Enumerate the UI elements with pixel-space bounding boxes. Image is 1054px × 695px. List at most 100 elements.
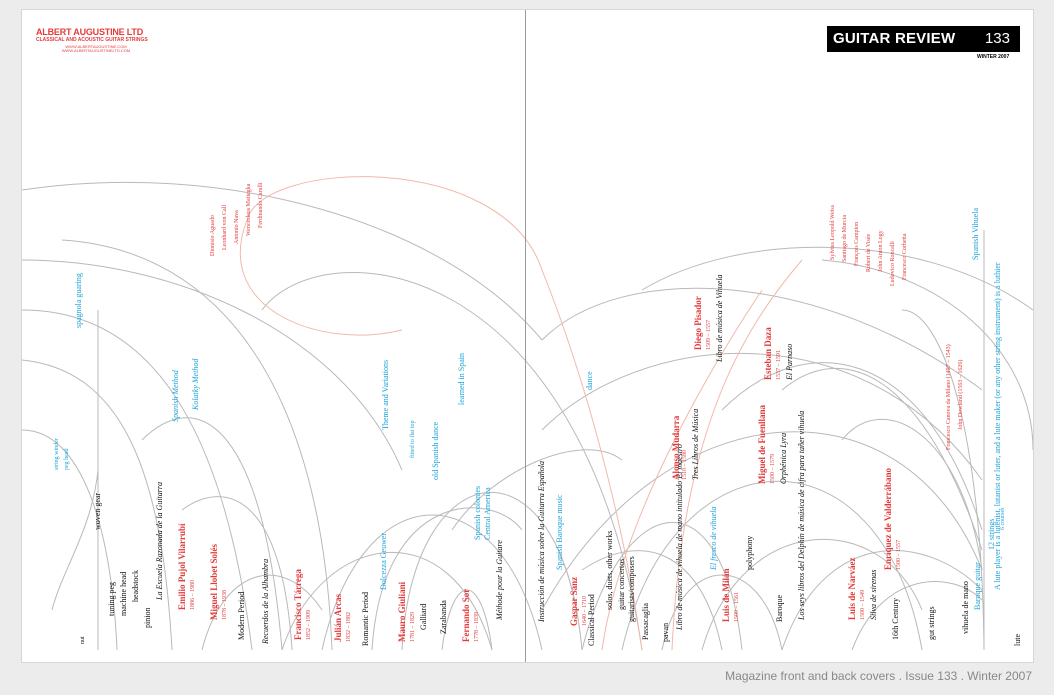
term-label: woven gear — [93, 492, 102, 530]
composer-dates: 1500 – 1561 — [734, 592, 740, 622]
composer-label: Antonio Nava — [234, 210, 240, 244]
term-label: solos, duets, other works — [605, 530, 614, 610]
term-label: guitarists/composers — [627, 556, 636, 622]
magazine-spread: ALBERT AUGUSTINE LTD CLASSICAL AND ACOUS… — [22, 10, 1033, 662]
issue-number: 133 — [984, 30, 1010, 47]
composer-label: John Dowland (1563 – 1626) — [958, 359, 964, 430]
topic-label: Spanish Method — [171, 370, 180, 422]
period-label: Romantic Period — [361, 592, 370, 646]
work-title: Silva de sirenas — [869, 569, 878, 620]
topic-label: Spanish colonies — [473, 486, 482, 540]
work-title: Orphénica Lyra — [779, 432, 788, 484]
work-title: Libro de música de Vihuela — [715, 274, 724, 362]
composer-dates: 1537 – 1591 — [776, 350, 782, 380]
term-label: nut — [80, 636, 86, 644]
topic-label: peg head — [64, 448, 70, 471]
term-label: lute — [1013, 634, 1022, 646]
composer-name: Fernando Sor — [461, 588, 471, 642]
work-title: El Parnaso — [785, 343, 794, 380]
composer-dates: 1509 – 1557 — [706, 320, 712, 350]
spread-spine — [525, 10, 526, 662]
composer-dates: 1832 – 1882 — [346, 612, 352, 642]
topic-label: Baroque guitar — [973, 562, 982, 610]
masthead-title: GUITAR REVIEW — [833, 30, 956, 47]
term-label: pinion — [143, 607, 152, 628]
composer-dates: 1781 – 1829 — [410, 612, 416, 642]
composer-name: Luis de Milán — [721, 568, 731, 622]
composer-name: Alonso Mudarra — [671, 415, 681, 480]
topic-label: Kolatky Method — [191, 358, 200, 410]
topic-label: dance — [585, 371, 594, 390]
connection-arcs-graphic — [22, 176, 1033, 651]
composer-label: François Campion — [854, 221, 860, 266]
image-caption: Magazine front and back covers . Issue 1… — [725, 669, 1032, 683]
work-title: Los seys libros del Delphín de música de… — [797, 410, 806, 620]
term-label: tuning peg — [107, 582, 116, 616]
composer-name: Gaspar Sanz — [569, 576, 579, 626]
brand-name: ALBERT AUGUSTINE LTD — [36, 27, 143, 37]
issue-date: WINTER 2007 — [977, 54, 1010, 60]
period-label: Classical Period — [587, 594, 596, 646]
composer-dates: 1886 – 1980 — [190, 580, 196, 610]
term-label: gut strings — [927, 606, 936, 640]
topic-label: string winder — [54, 438, 60, 470]
topic-label: El fresco de vihuela — [709, 506, 718, 570]
composer-label: Robert de Visée — [866, 233, 872, 272]
brand-url: WWW.ALBERTAUGUSTINE.COM — [65, 44, 127, 49]
composer-dates: 1500 – 1549 — [860, 590, 866, 620]
work-title: Instrucción de música sobre la Guitarra … — [537, 460, 546, 622]
composer-name: Emilio Pujol Vilarrubí — [177, 523, 187, 610]
work-title: Tres Libros de Música — [691, 408, 700, 480]
work-title: Recuerdos de la Alhambra — [261, 558, 270, 644]
term-label: vihuela de mano — [961, 581, 970, 634]
dance-label: Passacaglia — [641, 603, 650, 640]
composer-dates: 1878 – 1938 — [222, 590, 228, 620]
topic-label: spagnola guaring — [74, 273, 83, 328]
topic-label: learned in Spain — [457, 353, 466, 405]
composer-label: Ludovico Roncalli — [890, 241, 896, 286]
topic-label: Spanish Vihuela — [971, 207, 980, 260]
composer-name: Enríquez de Valderrábano — [883, 467, 893, 570]
term-label: headstock — [131, 570, 140, 602]
topic-label: old Spanish dance — [431, 421, 440, 480]
period-label: 16th Century — [891, 598, 900, 640]
work-title: Méthode pour la Guitare — [495, 540, 504, 620]
topic-label: fitted to flat top — [410, 420, 416, 459]
composer-label: Wenceslaus Matiegka — [246, 183, 252, 236]
composer-dates: 1500 – 1557 — [896, 540, 902, 570]
topic-label: Central America — [483, 487, 492, 540]
dance-label: Galliard — [419, 603, 428, 630]
composer-name: Esteban Daza — [763, 327, 773, 380]
brand-logo: ALBERT AUGUSTINE LTD CLASSICAL AND ACOUS… — [36, 28, 156, 53]
masthead: GUITAR REVIEW 133 — [827, 26, 1020, 52]
composer-dates: 1852 – 1909 — [306, 610, 312, 640]
composer-label: Santiago de Murcia — [842, 215, 848, 262]
brand-tagline: CLASSICAL AND ACOUSTIC GUITAR STRINGS — [36, 37, 148, 43]
topic-label: Spanish Baroque music — [555, 494, 564, 570]
composer-label: Leonhard von Call — [222, 205, 228, 250]
composer-name: Miguel de Fuenllana — [757, 404, 767, 484]
dance-label: Zarabanda — [439, 600, 448, 634]
term-label: polyphony — [745, 535, 754, 570]
term-label: guitar concertos — [617, 558, 626, 610]
composer-dates: 1778 – 1839 — [474, 612, 480, 642]
topic-label: Dolcezza Geuwer — [379, 532, 388, 590]
composer-name: Julián Arcas — [333, 593, 343, 642]
topic-label: 6 courses — [1000, 507, 1006, 531]
composer-name: Francisco Tárrega — [293, 569, 303, 640]
period-label: Baroque — [775, 594, 784, 622]
topic-label: Theme and Variations — [381, 359, 390, 430]
dance-label: pavan — [661, 622, 670, 642]
composer-label: John Anton Logy — [878, 230, 884, 272]
composer-label: Dionisio Aguado — [210, 215, 216, 256]
composer-name: Diego Pisador — [693, 296, 703, 350]
composer-label: Ferdinando Carulli — [258, 182, 264, 229]
work-title: La Escuela Razonada de la Guitarra — [155, 482, 164, 600]
period-label: Modern Period — [237, 591, 246, 640]
composer-label: Sylvius Leopold Weiss — [830, 204, 836, 260]
brand-url-alt: WWW.ALBERTAUGUSTINELTD.COM — [61, 48, 131, 53]
term-label: machine head — [119, 571, 128, 616]
composer-dates: 1510 – 1580 — [682, 450, 688, 480]
composer-name: Luis de Narváez — [847, 557, 857, 621]
composer-name: Mauro Giuliani — [397, 581, 407, 642]
